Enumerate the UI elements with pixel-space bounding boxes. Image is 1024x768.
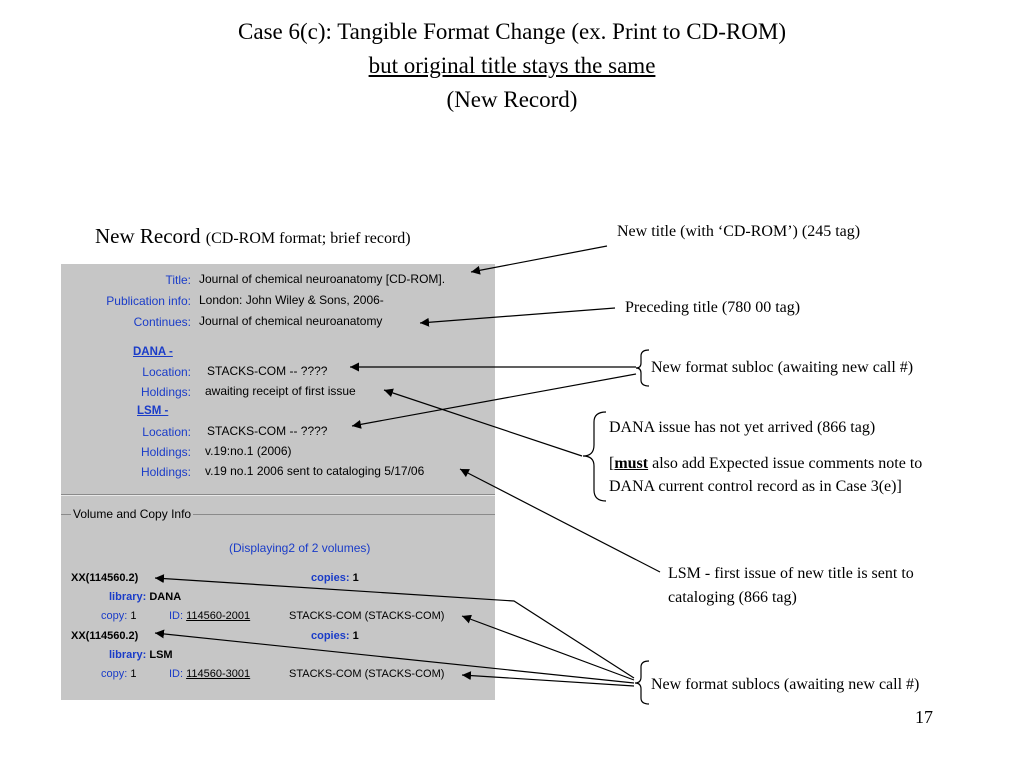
slide-title-line1: Case 6(c): Tangible Format Change (ex. P…	[238, 19, 786, 44]
section-divider	[61, 494, 495, 495]
item2-copy: copy: 1	[101, 668, 136, 680]
volume-groupbox-line	[61, 514, 495, 515]
annotation-must-word: must	[614, 455, 649, 472]
brace-new-format-subloc	[635, 349, 650, 387]
dana-location-value: STACKS-COM -- ????	[207, 364, 328, 378]
lsm-location-label: Location:	[142, 425, 191, 439]
item1-id-label: ID:	[169, 610, 184, 622]
item1-copy-label: copy:	[101, 610, 128, 622]
catalog-screenshot: Title: Journal of chemical neuroanatomy …	[61, 264, 495, 700]
arrow-dana-issue	[383, 388, 583, 457]
item1-library-label: library:	[109, 591, 147, 603]
arrow-sublocs-call2	[154, 629, 635, 684]
continues-label: Continues:	[133, 315, 191, 329]
item2-call-number: XX(114560.2)	[71, 630, 139, 642]
section-divider-light	[61, 495, 495, 496]
arrow-sublocs-loc1	[461, 614, 635, 681]
lsm-location-value: STACKS-COM -- ????	[207, 424, 328, 438]
record-heading-main: New Record	[95, 224, 206, 248]
arrow-sublocs-call1	[154, 574, 635, 679]
annotation-new-format-subloc: New format subloc (awaiting new call #)	[651, 359, 914, 376]
item1-library: library: DANA	[109, 591, 181, 603]
item2-copy-label: copy:	[101, 668, 128, 680]
lsm-header[interactable]: LSM -	[137, 405, 169, 417]
item1-copies: copies: 1	[311, 572, 359, 584]
arrow-sublocs-loc2	[461, 671, 635, 687]
annotation-lsm-line1: LSM - first issue of new title is sent t…	[668, 565, 914, 582]
item2-copies-label: copies:	[311, 630, 350, 642]
item2-id-label: ID:	[169, 668, 184, 680]
displaying-count: (Displaying2 of 2 volumes)	[229, 541, 371, 555]
item1-call-number: XX(114560.2)	[71, 572, 139, 584]
annotation-preceding-title: Preceding title (780 00 tag)	[625, 299, 801, 316]
item1-copies-value: 1	[352, 572, 359, 584]
item2-library-label: library:	[109, 649, 147, 661]
lsm-holdings2-value: v.19 no.1 2006 sent to cataloging 5/17/0…	[205, 464, 425, 478]
brace-new-format-sublocs	[634, 660, 650, 705]
slide-title-line3: (New Record)	[446, 87, 578, 112]
annotation-new-title: New title (with ‘CD-ROM’) (245 tag)	[617, 223, 861, 240]
annotation-must-line1: [must also add Expected issue comments n…	[609, 454, 922, 474]
item1-library-value: DANA	[149, 591, 182, 603]
dana-header[interactable]: DANA -	[133, 346, 173, 358]
lsm-holdings1-label: Holdings:	[140, 445, 191, 459]
record-heading-sub: (CD-ROM format; brief record)	[205, 230, 411, 247]
annotation-must-rest: also add Expected issue comments note to	[648, 455, 923, 472]
annotation-lsm-line2: cataloging (866 tag)	[668, 589, 797, 606]
dana-holdings-label: Holdings:	[140, 385, 191, 399]
page-number: 17	[915, 707, 933, 727]
item2-library-value: LSM	[149, 649, 173, 661]
item2-id: ID: 114560-3001	[169, 668, 250, 680]
item1-copies-label: copies:	[311, 572, 350, 584]
record-heading: New Record (CD-ROM format; brief record)	[95, 224, 411, 249]
item2-copy-value: 1	[130, 668, 137, 680]
annotation-must-line2: DANA current control record as in Case 3…	[609, 478, 902, 495]
arrow-preceding-title	[419, 307, 616, 327]
arrow-lsm-holdings	[459, 468, 661, 573]
volume-section-label: Volume and Copy Info	[71, 507, 194, 521]
item1-id: ID: 114560-2001	[169, 610, 250, 622]
annotation-dana-issue: DANA issue has not yet arrived (866 tag)	[609, 419, 876, 436]
item2-library: library: LSM	[109, 649, 173, 661]
pubinfo-value: London: John Wiley & Sons, 2006-	[199, 293, 384, 307]
dana-holdings-value: awaiting receipt of first issue	[205, 384, 356, 398]
annotation-new-format-sublocs: New format sublocs (awaiting new call #)	[651, 676, 920, 693]
item2-copies-value: 1	[352, 630, 359, 642]
brace-dana-issue	[582, 411, 607, 502]
item1-id-link[interactable]: 114560-2001	[186, 610, 251, 622]
lsm-holdings2-label: Holdings:	[140, 465, 191, 479]
item1-location: STACKS-COM (STACKS-COM)	[289, 610, 445, 622]
item1-copy: copy: 1	[101, 610, 136, 622]
arrow-subloc-lsm	[351, 373, 637, 429]
dana-location-label: Location:	[142, 365, 191, 379]
annotation-must-bracket: [	[609, 455, 615, 472]
arrow-new-title	[470, 245, 608, 275]
item1-copy-value: 1	[130, 610, 137, 622]
item2-id-link[interactable]: 114560-3001	[186, 668, 251, 680]
pubinfo-label: Publication info:	[106, 294, 191, 308]
lsm-holdings1-value: v.19:no.1 (2006)	[205, 444, 292, 458]
item2-copies: copies: 1	[311, 630, 359, 642]
continues-value: Journal of chemical neuroanatomy	[199, 314, 383, 328]
title-label: Title:	[165, 273, 191, 287]
slide-title-line2: but original title stays the same	[368, 53, 656, 78]
title-value: Journal of chemical neuroanatomy [CD-ROM…	[199, 272, 446, 286]
item2-location: STACKS-COM (STACKS-COM)	[289, 668, 445, 680]
